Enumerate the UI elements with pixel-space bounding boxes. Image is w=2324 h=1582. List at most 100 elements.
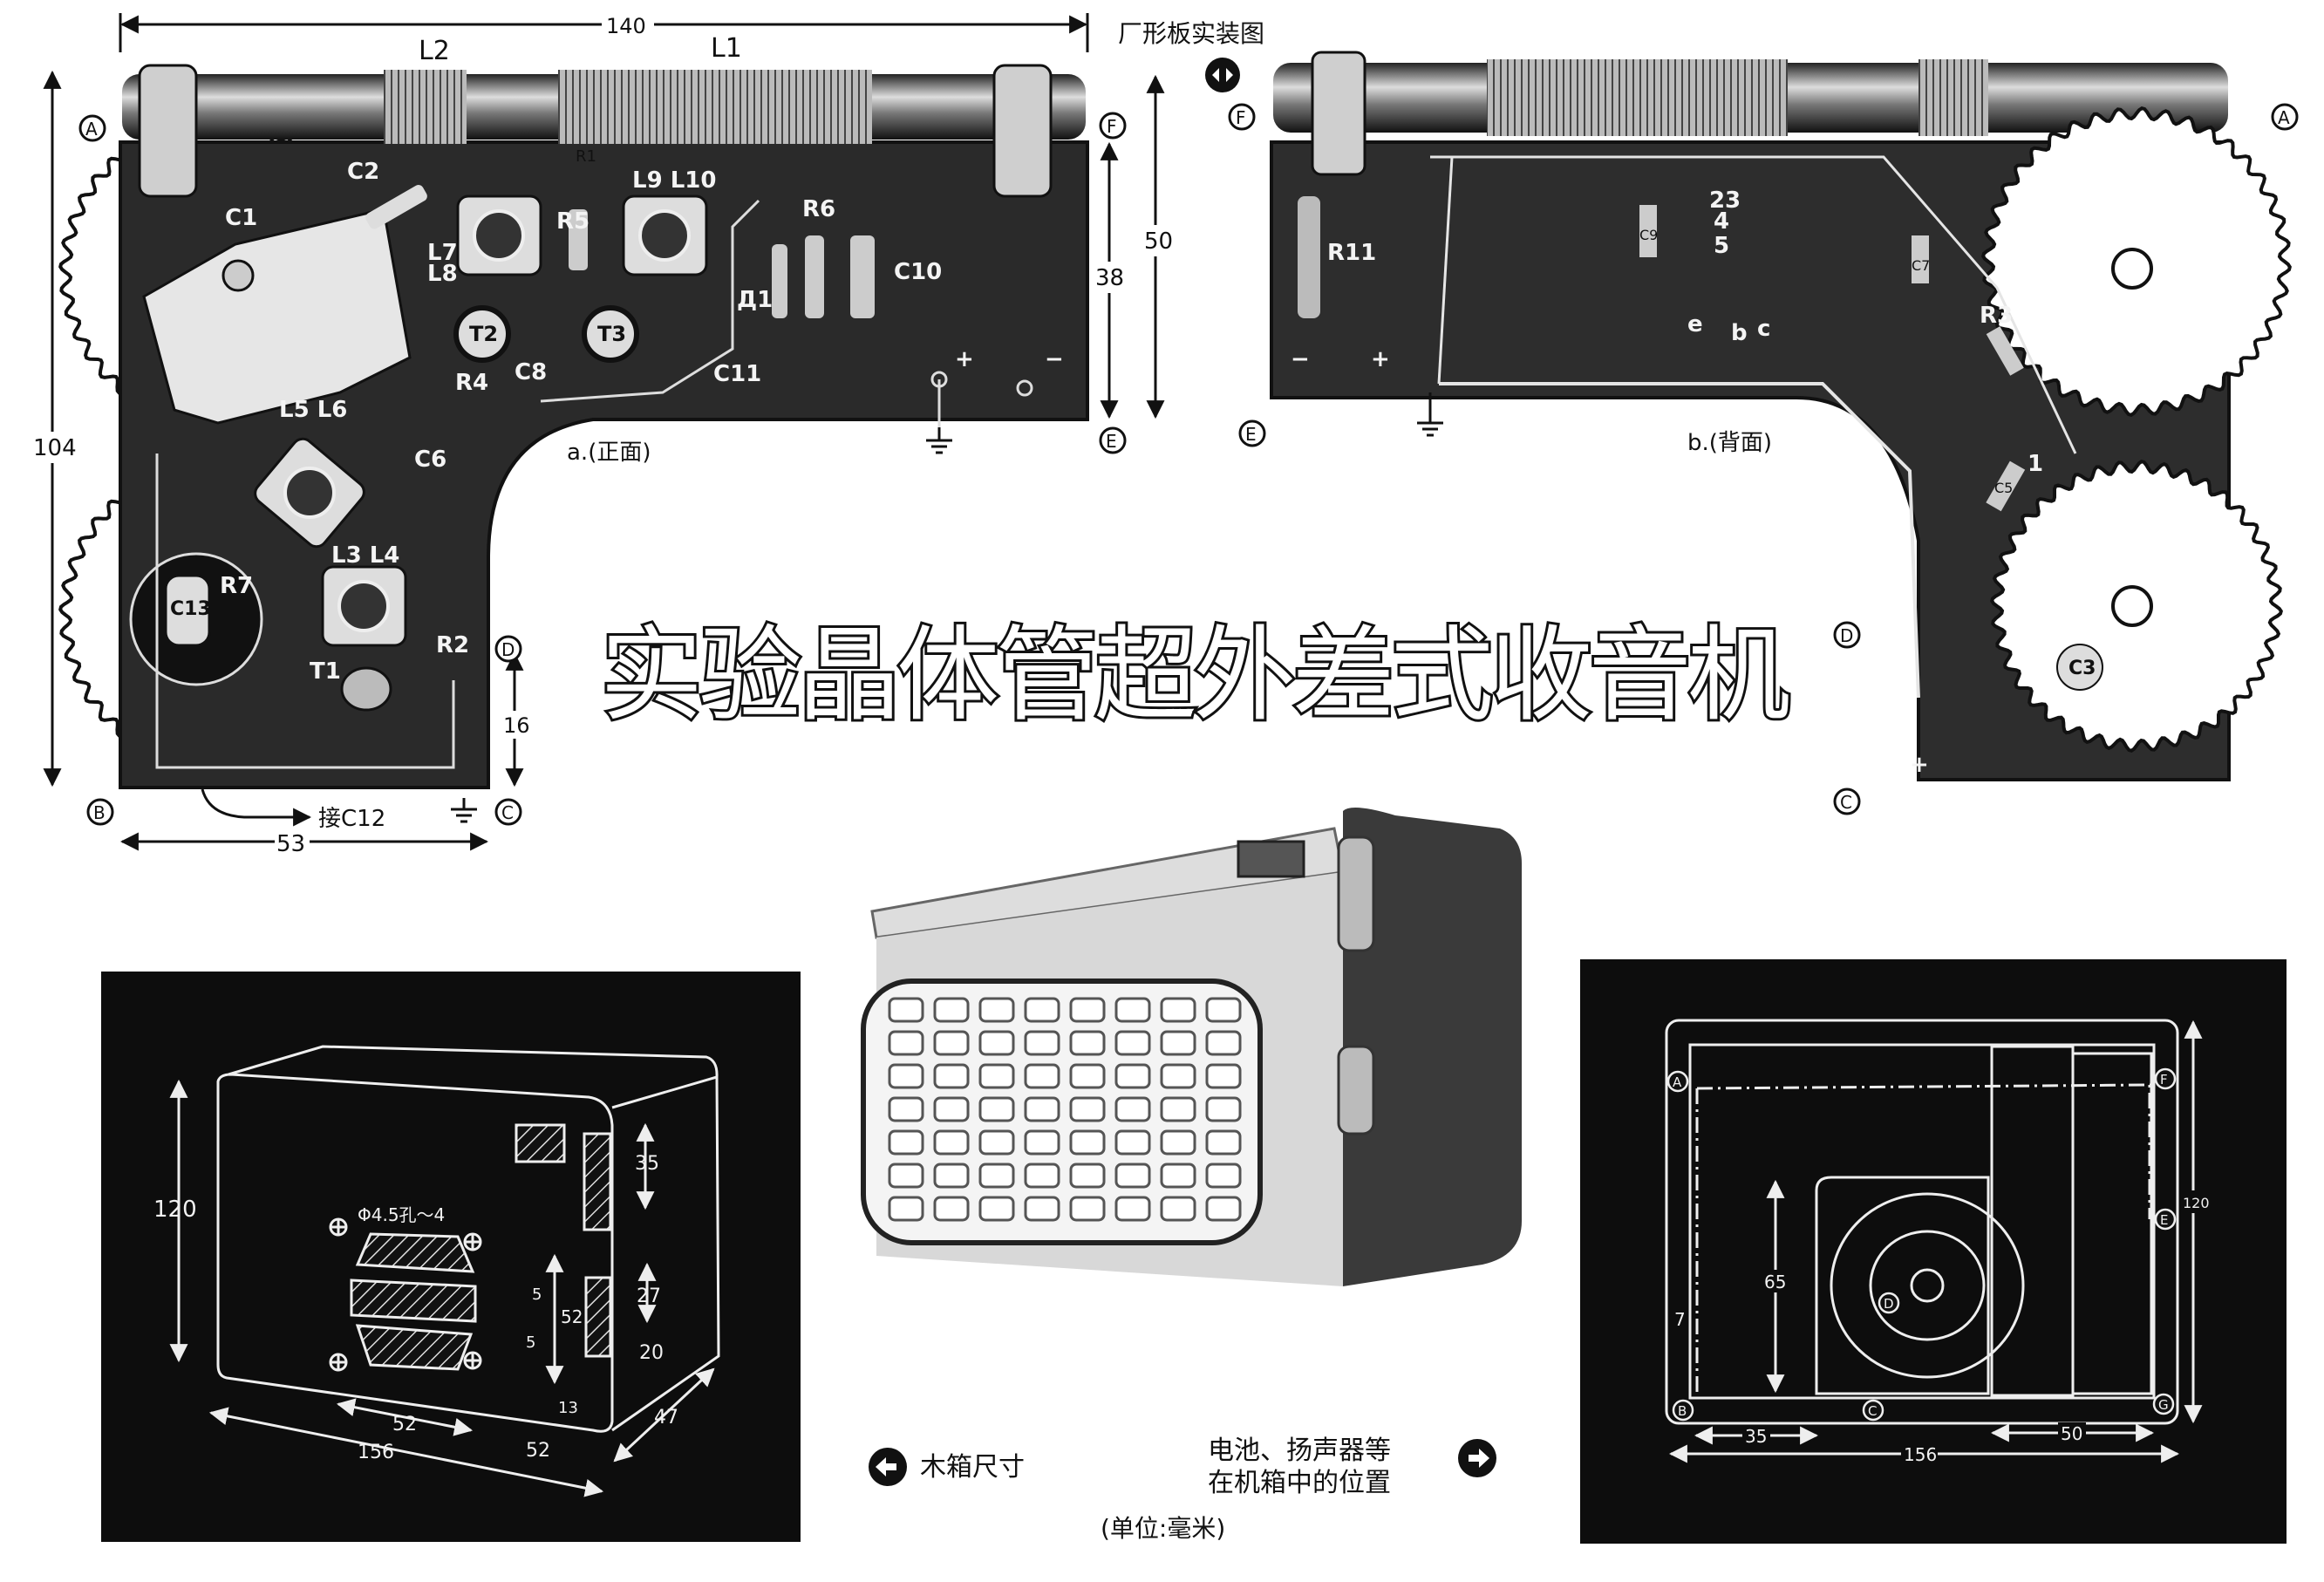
board-outline-dashdot [1695, 1083, 2151, 1394]
dim-side-bottom-label: 20 [639, 1342, 664, 1364]
point-A-marker [78, 114, 106, 142]
grille-opening [933, 1063, 970, 1089]
dim-label-bg [1762, 1270, 1791, 1292]
speaker-magnet [1910, 1268, 1945, 1303]
terminal-icon [1016, 379, 1033, 397]
plus-terminal-label: + [955, 346, 974, 372]
point-D-label: D [501, 639, 515, 660]
diode-D1 [772, 244, 787, 318]
ground-bus-wire [1439, 382, 1920, 699]
point-F-marker [2154, 1067, 2177, 1090]
grille-opening [1205, 1163, 1242, 1189]
screw-icon [2111, 585, 2153, 627]
grille-opening [933, 1129, 970, 1156]
dim-slot-gap2-label: 5 [526, 1333, 535, 1352]
figure-header-caption: 厂形板实装图 [1118, 19, 1264, 48]
grille-opening [1205, 1030, 1242, 1056]
label-T3: T3 [597, 322, 626, 346]
grille-opening [1024, 1030, 1060, 1056]
dim-label-bg [602, 10, 654, 38]
grille-opening [1114, 1096, 1151, 1122]
adjust-slot-icon [473, 209, 525, 262]
label-R4: R4 [455, 370, 488, 396]
point-D-marker [494, 635, 522, 663]
connect-arrow [201, 788, 312, 827]
point-B-label: B [1678, 1403, 1687, 1419]
grille-opening [1205, 1129, 1242, 1156]
grille-opening [1160, 1129, 1196, 1156]
resistor-R3 [1986, 326, 2024, 376]
grille-opening [1024, 1196, 1060, 1222]
nut-icon [221, 259, 255, 292]
grille-opening [1024, 997, 1060, 1023]
point-D-marker [1878, 1292, 1900, 1314]
coil-L2 [384, 70, 467, 144]
grille-opening [1114, 1196, 1151, 1222]
point-F-label: F [1107, 116, 1117, 137]
point-C-marker [1833, 788, 1861, 815]
point-B-marker [86, 798, 114, 826]
dim-inner-height-label: 38 [1095, 265, 1124, 291]
speaker-cone-inner [1869, 1230, 1986, 1341]
knob-slot-bottom [584, 1276, 612, 1358]
transistor-T2 [453, 305, 511, 363]
tuning-knob [1337, 835, 1375, 952]
grille-opening [1069, 1196, 1106, 1222]
label-R3: R3 [1980, 303, 2013, 329]
caption-placement-line2: 在机箱中的位置 [1208, 1468, 1391, 1498]
point-F-label: F [2160, 1072, 2168, 1088]
dim-label-bg [2058, 1422, 2086, 1443]
label-C1: C1 [225, 205, 257, 231]
grille-opening [978, 997, 1015, 1023]
connect-c12-note: 接C12 [318, 806, 385, 832]
dim-layout-width-label: 156 [1904, 1444, 1937, 1465]
grille-opening [1024, 1129, 1060, 1156]
battery-right [2071, 1052, 2153, 1395]
point-C-label: C [501, 802, 514, 823]
dim-hole-spacing-label: 52 [392, 1414, 417, 1435]
grille-openings [888, 997, 1242, 1222]
point-A-marker [2271, 103, 2299, 131]
grille-opening [1024, 1096, 1060, 1122]
point-E-label: E [2160, 1212, 2168, 1228]
dim-label-bg [1742, 1425, 1770, 1446]
capacitor-C5 [1986, 460, 2026, 512]
grille-opening [1160, 1030, 1196, 1056]
label-R7: R7 [220, 573, 253, 599]
grille-opening [1160, 1063, 1196, 1089]
resistor-R6 [805, 235, 824, 318]
pin-label: 5 [1714, 233, 1729, 259]
grille-opening [888, 1129, 924, 1156]
resistor-R11 [1298, 196, 1320, 318]
pin-label: 4 [1714, 208, 1729, 235]
rod-clip-left [138, 64, 198, 198]
dim-cabinet-width-label: 156 [358, 1442, 394, 1463]
grille-opening [1114, 1163, 1151, 1189]
point-E-marker [1099, 426, 1127, 454]
transistor-T3 [582, 305, 639, 363]
label-C6: C6 [414, 447, 446, 473]
dim-label-bg [1142, 225, 1177, 256]
front-board-figure: L2 L1 C2 L9 L10 R5 R6 C1 L7 L8 T2 T3 C8 … [31, 10, 1177, 857]
dim-height-label: 104 [33, 435, 77, 461]
label-L1: L1 [711, 33, 742, 64]
dim-cabinet-depth-label: 47 [654, 1407, 678, 1429]
layout-dimension-panel: 65 7 120 35 50 156 A B C D E F G [1580, 959, 2287, 1544]
point-G-marker [2152, 1393, 2175, 1415]
grille-opening [888, 997, 924, 1023]
bus-wire [1430, 155, 2077, 454]
rod-clip-back [1311, 51, 1366, 176]
label-C2: C2 [347, 159, 379, 185]
point-E-marker [2154, 1208, 2177, 1231]
point-D-marker [1833, 621, 1861, 649]
grille-opening [933, 1030, 970, 1056]
label-C11: C11 [713, 361, 761, 387]
grille-opening [1160, 1196, 1196, 1222]
dim-right-offset-label: 52 [526, 1440, 550, 1462]
point-E-label: E [1106, 431, 1117, 452]
radio-photo [861, 808, 1522, 1286]
pin-label-e: e [1687, 311, 1703, 338]
grille-opening [978, 1030, 1015, 1056]
caption-units: (单位:毫米) [1101, 1514, 1225, 1543]
